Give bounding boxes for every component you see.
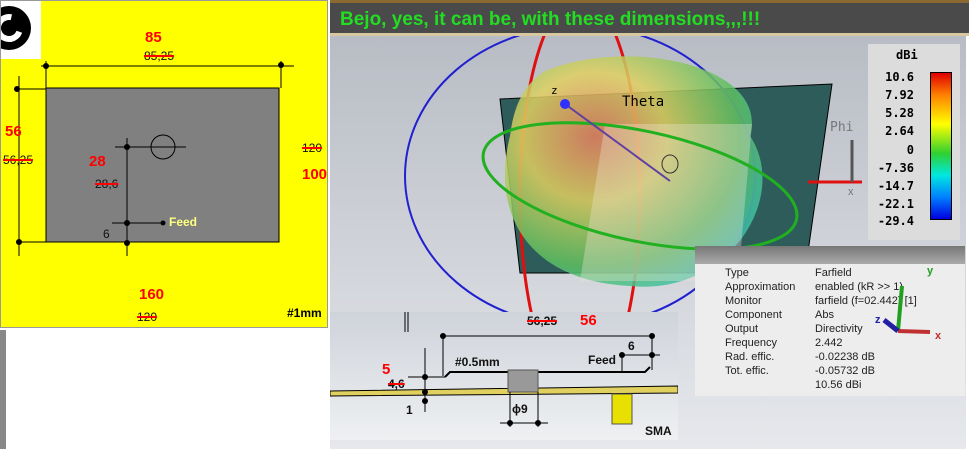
height-new: 56	[5, 123, 22, 140]
info-value: 2.442	[815, 337, 843, 349]
ground-w-old: 120	[137, 310, 158, 324]
connector-label: SMA	[645, 424, 672, 438]
width-new: 85	[145, 29, 162, 46]
side-view-lines	[329, 312, 679, 427]
info-value: -0.05732 dB	[815, 365, 875, 377]
legend-tick: -7.36	[877, 161, 914, 175]
x-axis-label: x	[848, 186, 854, 198]
legend-tick: -29.4	[877, 214, 914, 228]
legend-tick: 0	[906, 143, 914, 157]
info-value: enabled (kR >> 1)	[815, 281, 904, 293]
thickness-label: #1mm	[287, 306, 322, 320]
feed-label: Feed	[588, 353, 617, 367]
phi-label: Phi	[830, 120, 854, 135]
feed-offset-new: 28	[89, 153, 106, 170]
info-key: Output	[725, 323, 759, 335]
height-new: 5	[382, 361, 391, 378]
info-value: Farfield	[815, 267, 852, 279]
caption-title: Bejo, yes, it can be, with these dimensi…	[340, 9, 761, 30]
divider	[0, 330, 6, 449]
length-old: 56,25	[527, 314, 558, 328]
height-old: 56,25	[3, 153, 34, 167]
post-diameter: ϕ9	[512, 402, 528, 416]
ground-w-new: 160	[139, 286, 165, 303]
info-value: Abs	[815, 309, 834, 321]
color-legend: dBi 10.6 7.92 5.28 2.64 0 -7.36 -14.7 -2…	[868, 44, 960, 240]
feed-offset-old: 28,6	[95, 177, 119, 191]
farfield-plot	[404, 0, 862, 398]
triad-z: z	[875, 314, 881, 326]
info-value: farfield (f=02.442) [1]	[815, 295, 917, 307]
info-key: Tot. effic.	[725, 365, 769, 377]
info-value: Directivity	[815, 323, 863, 335]
triad-y: y	[927, 265, 934, 277]
info-key: Frequency	[725, 337, 777, 349]
farfield-info-panel: Type Farfield Approximation enabled (kR >>…	[695, 246, 965, 396]
info-key: Monitor	[725, 295, 762, 307]
axis-triad-icon	[882, 285, 931, 334]
info-key: Component	[725, 309, 782, 321]
height-old: 4,6	[388, 377, 405, 391]
ground-h-old: 120	[302, 141, 323, 155]
legend-tick: -22.1	[877, 197, 914, 211]
legend-tick: -14.7	[877, 179, 914, 193]
legend-unit: dBi	[896, 48, 918, 62]
width-old: 85,25	[144, 49, 175, 63]
caption-bar: Bejo, yes, it can be, with these dimensi…	[330, 0, 969, 36]
legend-tick: 2.64	[885, 124, 914, 138]
legend-tick: 10.6	[885, 70, 914, 84]
copyright-logo	[0, 1, 41, 59]
top-view-lines	[14, 61, 294, 256]
length-new: 56	[580, 312, 597, 329]
theta-label: Theta	[622, 94, 665, 110]
legend-colorbar	[930, 72, 952, 220]
info-key: Rad. effic.	[725, 351, 775, 363]
feed-gap: 6	[628, 339, 635, 353]
ground-h-new: 100	[302, 166, 328, 183]
feed-gap: 6	[103, 227, 110, 241]
triad-x: x	[935, 330, 942, 342]
z-axis-label: z	[551, 84, 558, 97]
info-key: Approximation	[725, 281, 796, 293]
info-value-directivity: 10.56 dBi	[815, 379, 862, 391]
legend-tick: 5.28	[885, 106, 914, 120]
top-view-drawing: 85 85,25 56 56,25 28 28,6 Feed 6 120 100…	[0, 0, 328, 328]
info-key: Type	[725, 267, 749, 279]
legend-tick: 7.92	[885, 88, 914, 102]
info-value: -0.02238 dB	[815, 351, 875, 363]
pcb-thickness: 1	[406, 403, 413, 417]
side-view-drawing: 56,25 56 5 4,6 1 #0.5mm ϕ9 Feed 6 SMA	[329, 312, 679, 440]
plate-thickness: #0.5mm	[455, 355, 500, 369]
feed-label: Feed	[169, 215, 198, 229]
